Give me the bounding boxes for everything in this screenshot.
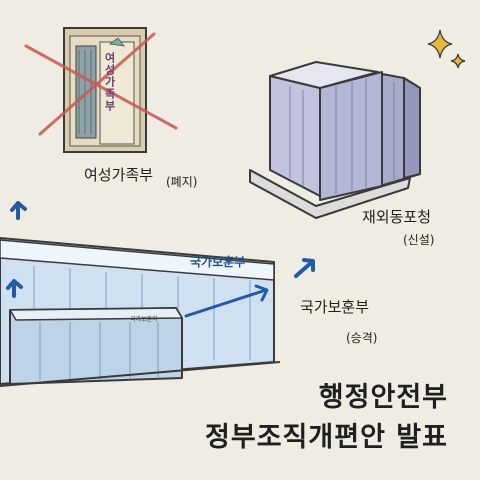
new-building <box>249 61 421 219</box>
title-line-1: 행정안전부 <box>318 382 448 413</box>
closed-x-mark <box>24 32 178 136</box>
entrance-sign: 국가보훈처 <box>130 316 158 323</box>
promoted-building-status: (승격) <box>346 331 378 345</box>
promoted-building-label: 국가보훈부 <box>300 298 370 316</box>
sparkle-icon <box>427 29 466 69</box>
arrow-icon <box>6 201 315 298</box>
promoted-building <box>0 237 281 387</box>
new-building-status: (신설) <box>403 233 435 247</box>
promoted-building-sign: 국가보훈부 <box>190 255 246 269</box>
trend-arrow-icon <box>184 284 269 318</box>
title-line-2: 정부조직개편안 발표 <box>205 422 448 453</box>
new-building-label: 재외동포청 <box>362 208 432 226</box>
closed-building-sign: 여성가족부 <box>103 52 116 112</box>
closed-building <box>63 27 147 153</box>
closed-building-status: (폐지) <box>166 175 198 189</box>
closed-building-label: 여성가족부 <box>84 166 154 184</box>
